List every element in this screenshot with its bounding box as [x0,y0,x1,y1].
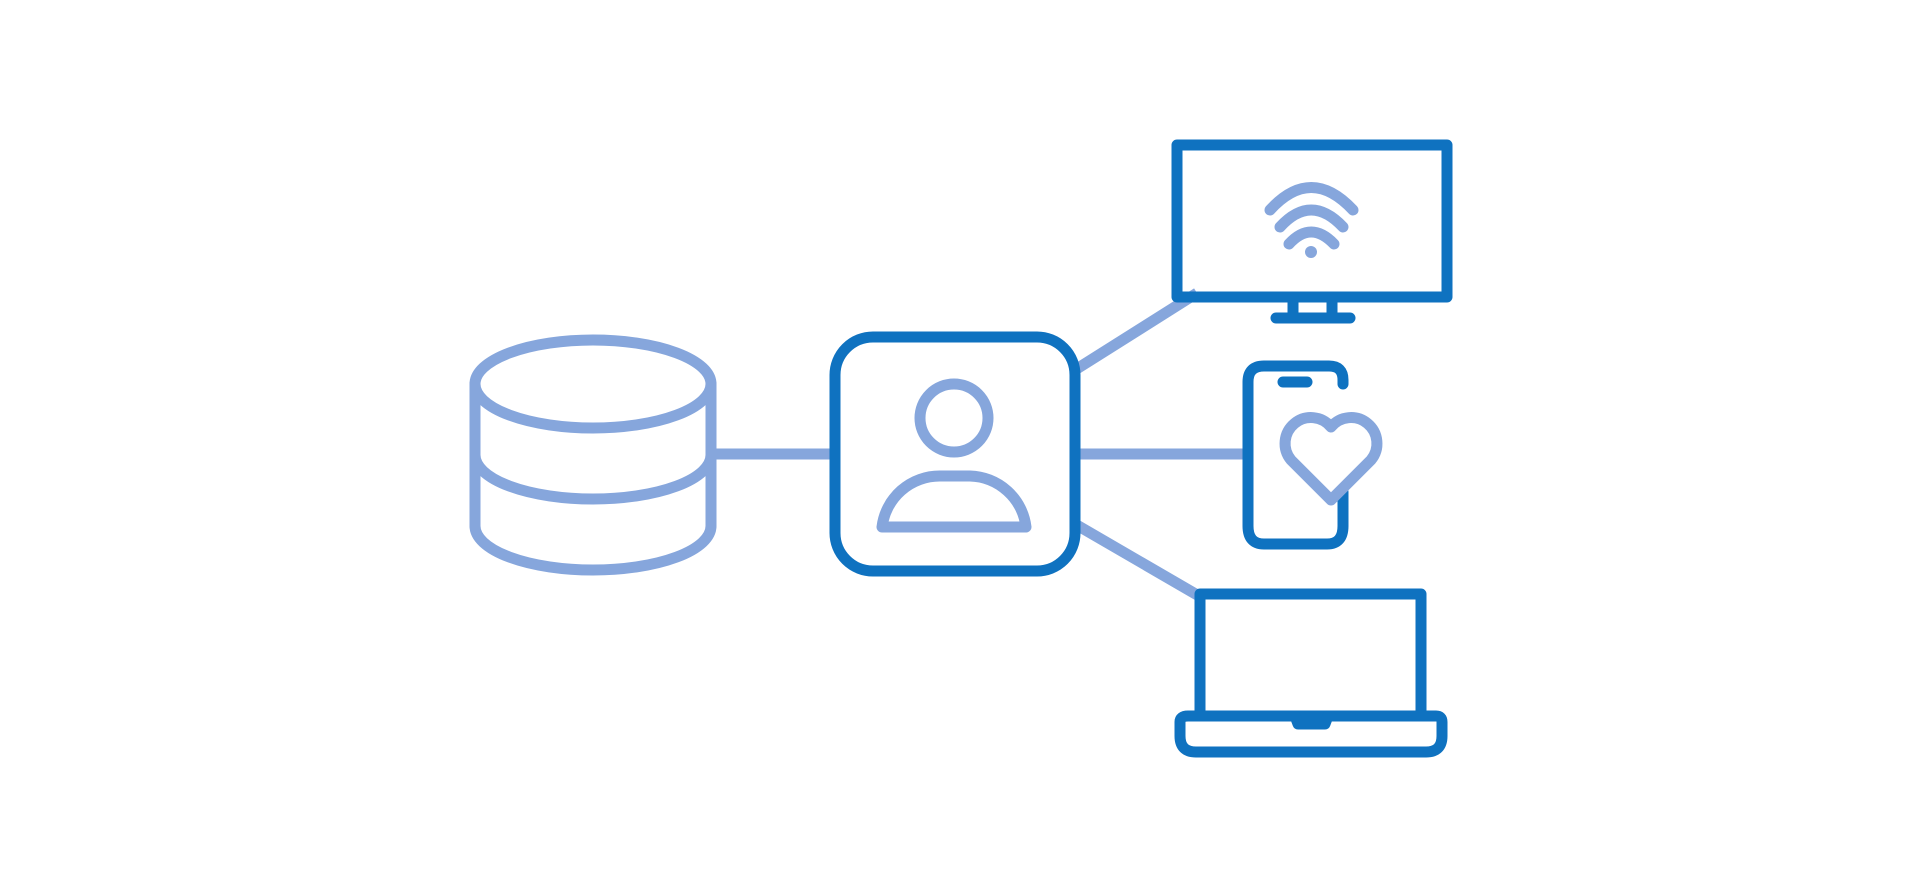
connectors [711,288,1245,601]
wifi-icon [1264,182,1359,258]
monitor-wifi-icon [1171,139,1453,324]
smartphone-heart-icon [1242,360,1383,550]
edge-user-laptop [1072,519,1202,601]
edge-user-monitor [1072,288,1200,375]
laptop-icon [1174,588,1448,758]
user-profile-icon [829,331,1081,577]
heart-icon [1279,412,1383,506]
database-icon [469,334,717,576]
